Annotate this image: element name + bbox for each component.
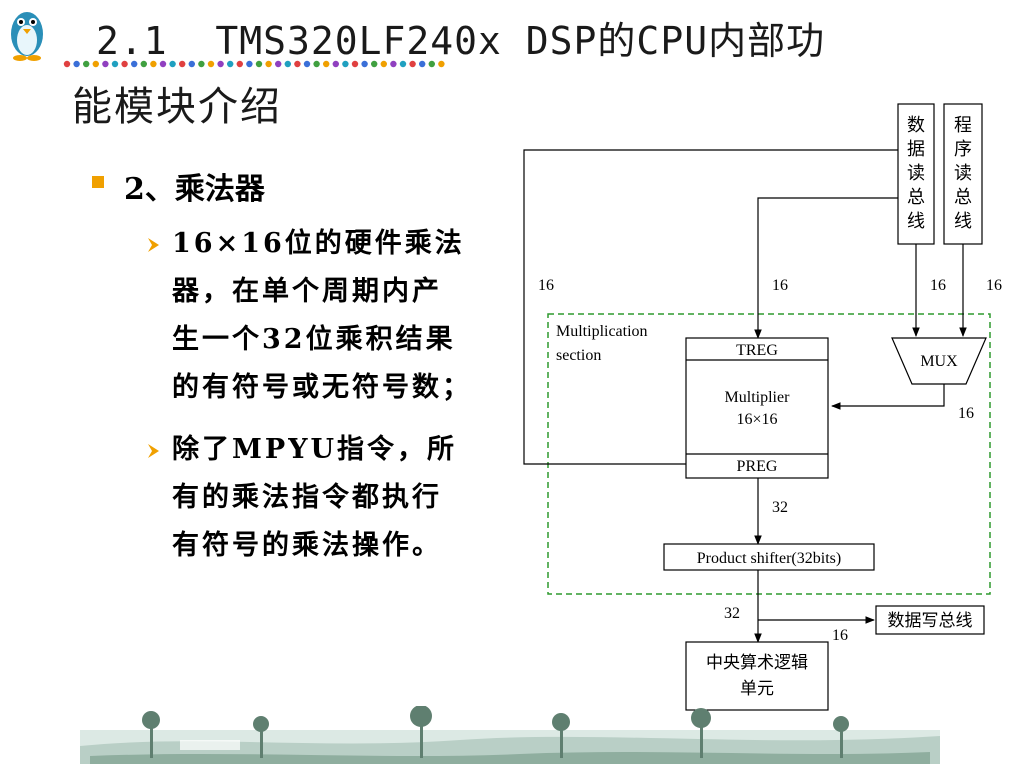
data-write-bus-box [875,605,985,635]
multiplier-block [685,337,829,479]
mux-block [891,337,987,385]
title-underline-dot [159,60,167,68]
data-read-bus-char: 线 [907,211,925,231]
program-read-bus-char: 程 [954,115,972,135]
title-underline-dot [428,60,435,68]
list-item: 除了MPYU指令，所 有的乘法指令都执行 有符号的乘法操作。 [172,426,502,570]
data-read-bus-char: 总 [907,187,925,207]
title-underline-dot [361,60,368,68]
list-item-line: 有符号的乘法操作。 [172,530,442,561]
title-underline-dot [169,60,176,68]
list-item-line: 除了MPYU指令，所 [172,434,458,465]
product-shifter-label: Product shifter(32bits) [697,550,841,567]
title-underline-dot [111,60,119,68]
bit-width-label: 16 [772,277,788,294]
list-item-line: 的有符号或无符号数； [172,372,472,403]
list-item-line: 有的乘法指令都执行 [172,482,442,513]
title-underline-dot [121,60,128,68]
data-read-bus-char: 读 [907,163,925,183]
title-underline-dot [179,60,186,68]
title-underline-dot [236,60,243,68]
data-read-bus-box [897,103,935,245]
title-underline-dot [323,60,330,68]
multiplier-size-label: 16×16 [736,411,777,428]
alu-label: 中央算术逻辑 [706,653,808,672]
data-read-bus-char: 据 [907,139,925,159]
bit-width-label: 16 [538,277,554,294]
mux-label: MUX [920,353,958,370]
title-underline-dot [303,60,311,68]
title-underline-dot [275,60,282,68]
title-underline-dot [131,60,138,68]
mux-to-multiplier-line [831,384,945,410]
page-title: 2.1 TMS320LF240x DSP的CPU内部功 [96,19,826,63]
list-item-line: 生一个32位乘积结果 [172,324,456,355]
list-item-line: 器，在单个周期内产 [172,276,442,307]
list-item-line: 16×16位的硬件乘法 [172,228,465,259]
footer-landscape-decoration [80,706,940,764]
title-underline-dot [371,60,378,68]
bit-width-label: 32 [772,499,788,516]
bus-to-treg-line [754,197,898,339]
title-underline-dot [83,60,90,68]
bit-width-label: 16 [958,405,974,422]
alu-label: 单元 [740,679,774,698]
title-underline-dot [419,60,426,68]
title-underline-dot [73,60,80,68]
multiplication-section-label: section [556,347,601,364]
title-underline-dot [351,60,359,68]
bit-width-label: 16 [832,627,848,644]
treg-label: TREG [736,342,778,359]
title-dotted-underline [63,60,445,68]
penguin-logo-icon [11,12,43,61]
title-underline-dot [332,60,339,68]
program-read-bus-char: 总 [954,187,972,207]
title-underline-dot [438,60,445,68]
title-underline-dot [102,60,109,68]
section-heading: 2、乘法器 [124,172,265,207]
square-bullet-icon [92,176,104,188]
title-underline-dot [227,60,234,68]
multiplication-section-box [547,313,991,595]
title-underline-dot [342,60,349,68]
program-read-bus-char: 序 [954,139,972,159]
data-read-bus-char: 数 [907,115,925,135]
bit-width-label: 32 [724,605,740,622]
title-underline-dot [313,60,320,68]
title-underline-dot [92,60,99,68]
title-underline-dot [409,60,416,68]
multiplier-label: Multiplier [725,389,791,406]
arrow-bullet-icon [148,444,159,458]
page-title-continued: 能模块介绍 [72,84,282,130]
title-underline-dot [265,60,272,68]
preg-label: PREG [737,458,778,475]
title-underline-dot [188,60,195,68]
title-underline-dot [390,60,397,68]
alu-block [685,641,829,711]
bus-to-preg-line [523,149,898,468]
data-write-bus-label: 数据写总线 [888,611,973,630]
bit-width-label: 16 [986,277,1002,294]
product-shifter-block [663,543,875,571]
title-underline-dot [380,60,387,68]
title-underline-dot [207,60,215,68]
title-underline-dot [217,60,224,68]
title-underline-dot [246,60,253,68]
title-underline-dot [294,60,301,68]
title-underline-dot [63,60,71,68]
title-underline-dot [198,60,205,68]
bit-width-label: 16 [930,277,946,294]
title-underline-dot [140,60,147,68]
title-underline-dot [255,60,263,68]
list-item: 16×16位的硬件乘法 器，在单个周期内产 生一个32位乘积结果 的有符号或无符… [172,220,502,412]
program-read-bus-char: 线 [954,211,972,231]
multiplication-section-label: Multiplication [556,323,648,340]
program-read-bus-box [943,103,983,245]
title-underline-dot [284,60,291,68]
program-read-bus-char: 读 [954,163,972,183]
title-underline-dot [150,60,157,68]
arrow-bullet-icon [148,238,159,252]
title-underline-dot [399,60,407,68]
